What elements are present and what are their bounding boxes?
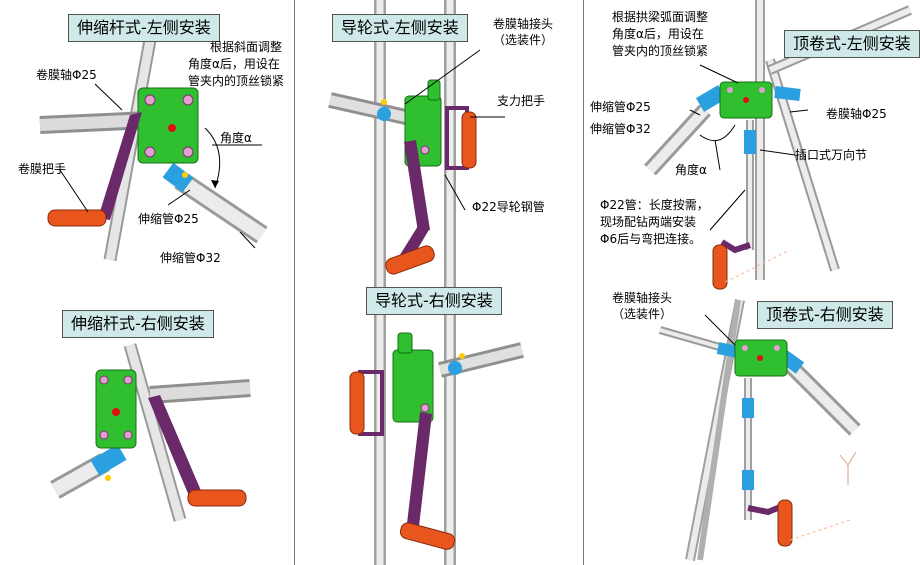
telescopic-right-assembly <box>50 343 251 522</box>
note-arch-line1: 根据拱梁弧面调整 <box>612 10 709 24</box>
note-arch-line2: 角度α后，用设在 <box>612 27 704 41</box>
title-guide-wheel-right: 导轮式-右侧安装 <box>366 287 502 315</box>
guide-wheel-right-assembly <box>349 310 524 565</box>
title-telescopic-right: 伸缩杆式-右侧安装 <box>62 310 214 338</box>
label-universal-joint: 插口式万向节 <box>795 148 868 162</box>
label-tube-25-top: 伸缩管Φ25 <box>590 100 651 114</box>
telescopic-left-assembly <box>39 38 268 262</box>
label-shaft-25-top: 卷膜轴Φ25 <box>826 107 887 121</box>
title-telescopic-left: 伸缩杆式-左侧安装 <box>68 14 220 42</box>
bolt <box>182 172 188 178</box>
title-top-roll-left: 顶卷式-左侧安装 <box>784 30 920 58</box>
label-angle-top: 角度α <box>675 163 707 177</box>
label-shaft-joint-line1: 卷膜轴接头 <box>493 17 554 31</box>
guide-wheel-left-assembly <box>328 0 505 290</box>
label-handle: 卷膜把手 <box>18 162 67 176</box>
label-tube-32: 伸缩管Φ32 <box>160 251 221 265</box>
label-shaft-joint-bottom-line1: 卷膜轴接头 <box>612 291 673 305</box>
label-shaft-25: 卷膜轴Φ25 <box>36 68 97 82</box>
clamp <box>162 162 194 193</box>
panel-telescopic <box>0 0 295 565</box>
panel-guide-wheel <box>296 0 584 565</box>
label-tube-32-top: 伸缩管Φ32 <box>590 122 651 136</box>
label-shaft-joint-line2: （选装件） <box>493 33 554 47</box>
top-roll-right-assembly <box>658 299 861 561</box>
label-angle: 角度α <box>220 131 252 145</box>
label-shaft-joint-bottom-line2: （选装件） <box>612 307 673 321</box>
crank-arm <box>98 112 142 220</box>
note-arch-line3: 管夹内的顶丝锁紧 <box>612 44 709 58</box>
label-support-handle: 支力把手 <box>497 94 546 108</box>
note-adjust-line3: 管夹内的顶丝锁紧 <box>188 74 285 88</box>
note-pipe-line3: Φ6后与弯把连接。 <box>600 232 702 246</box>
note-adjust-line1: 根据斜面调整 <box>210 40 283 54</box>
note-adjust-line2: 角度α后，用设在 <box>188 57 280 71</box>
note-pipe-line1: Φ22管：长度按需， <box>600 198 709 212</box>
note-pipe-line2: 现场配钻两端安装 <box>600 215 697 229</box>
label-tube-25: 伸缩管Φ25 <box>138 212 199 226</box>
label-guide-pipe: Φ22导轮钢管 <box>472 200 545 214</box>
title-top-roll-right: 顶卷式-右侧安装 <box>757 301 893 329</box>
title-guide-wheel-left: 导轮式-左侧安装 <box>332 14 468 42</box>
handle-grip <box>47 209 107 227</box>
